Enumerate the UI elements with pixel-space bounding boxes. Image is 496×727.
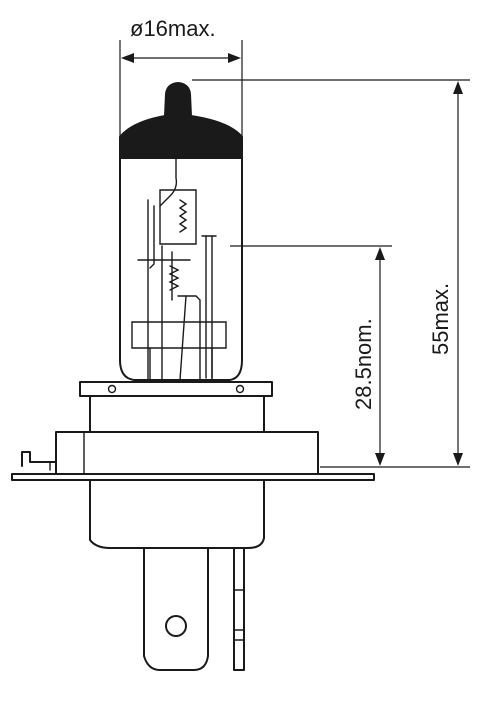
terminal-connector <box>143 547 245 671</box>
filament-assembly <box>137 157 217 381</box>
overall-length-dimension: 55max. <box>192 79 470 468</box>
diameter-label: ø16max. <box>130 16 216 41</box>
light-center-label: 28.5nom. <box>351 318 376 410</box>
reference-flange <box>11 431 375 481</box>
overall-length-label: 55max. <box>428 283 453 355</box>
diameter-dimension: ø16max. <box>119 16 243 137</box>
base-body <box>89 479 265 549</box>
blade-hole <box>165 615 187 637</box>
light-center-dimension: 28.5nom. <box>230 245 392 466</box>
bulb-cap <box>119 81 243 159</box>
base-collar <box>79 381 273 433</box>
